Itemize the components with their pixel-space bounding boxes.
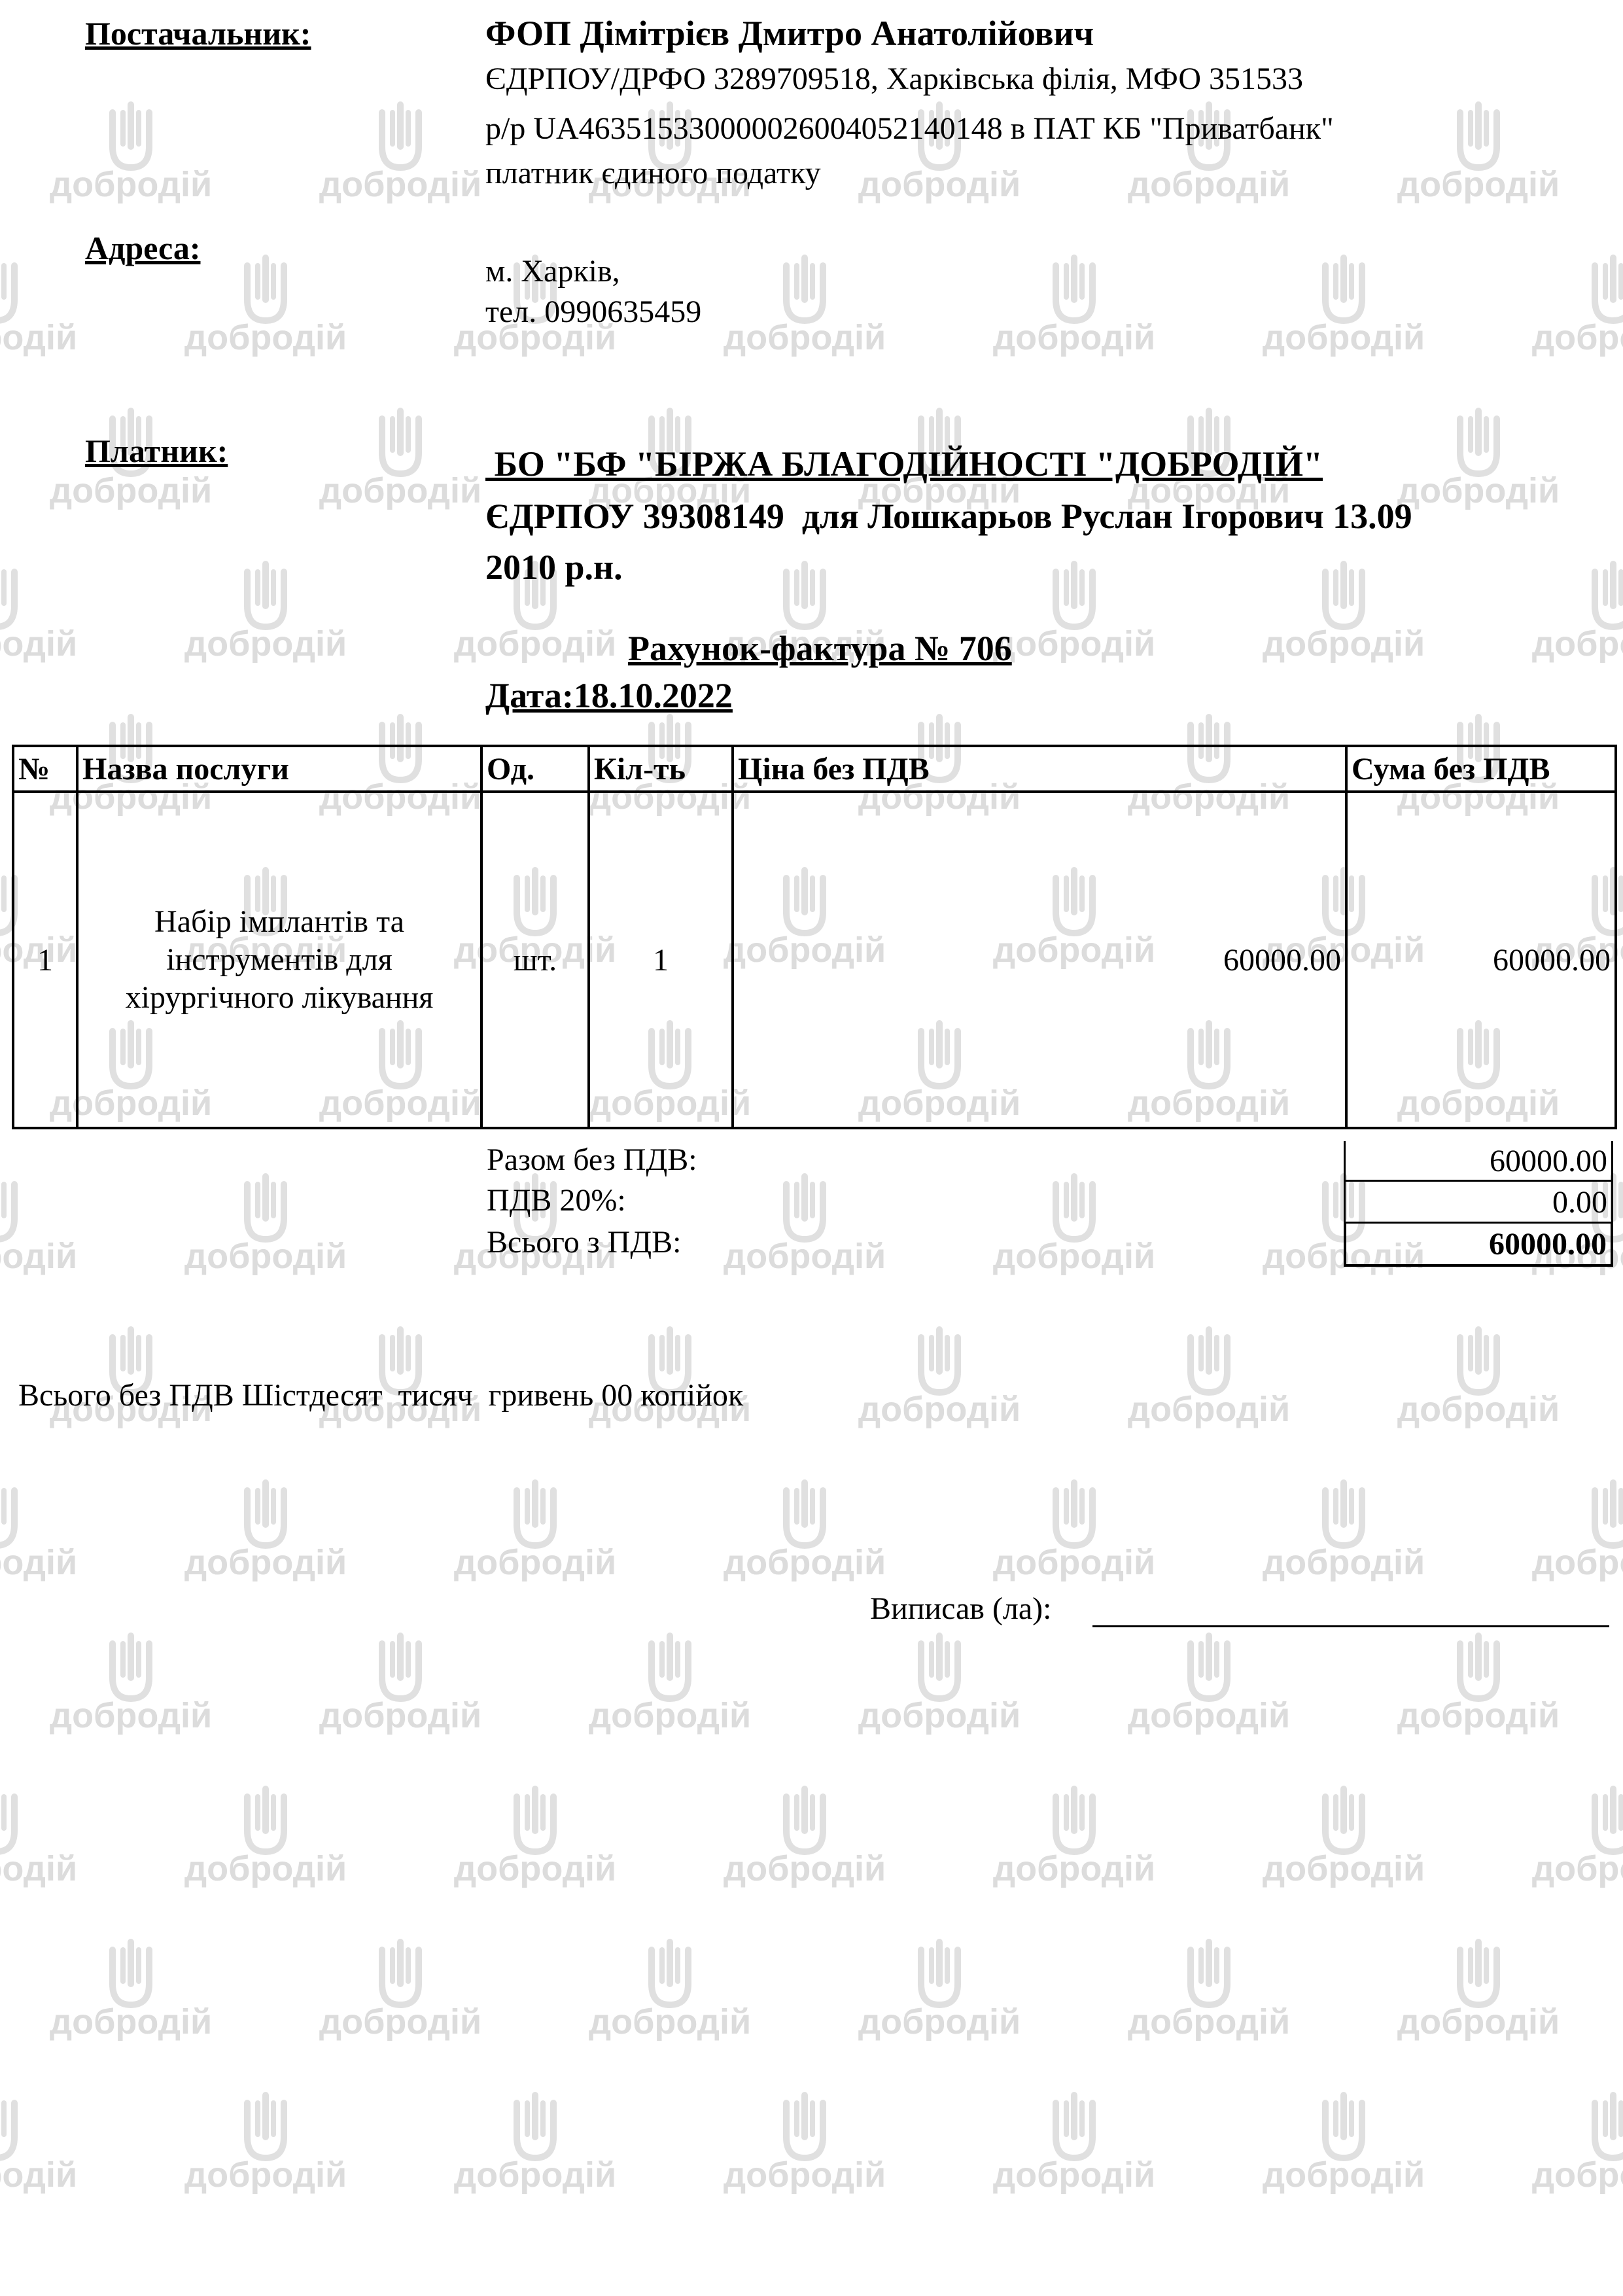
- row-price: 60000.00: [731, 790, 1348, 1129]
- supplier-bank-account: р/р UA463515330000026004052140148 в ПАТ …: [485, 111, 1334, 146]
- supplier-tax-status: платник єдиного податку: [485, 156, 821, 190]
- row-sum: 60000.00: [1345, 790, 1617, 1129]
- payer-details: ЄДРПОУ 39308149 для Лошкарьов Руслан Іго…: [485, 497, 1412, 536]
- subtotal-label: Разом без ПДВ:: [487, 1142, 697, 1177]
- payer-name: БО "БФ "БІРЖА БЛАГОДІЙНОСТІ "ДОБРОДІЙ": [485, 444, 1323, 484]
- total-label: Всього з ПДВ:: [487, 1225, 682, 1260]
- address-phone: тел. 0990635459: [485, 294, 702, 329]
- row-service-name: Набір імплантів та інструментів для хіру…: [76, 790, 483, 1129]
- column-header-service-name: Назва послуги: [76, 745, 483, 793]
- supplier-label: Постачальник:: [85, 15, 311, 52]
- supplier-requisites: ЄДРПОУ/ДРФО 3289709518, Харківська філія…: [485, 62, 1303, 96]
- subtotal-value: 60000.00: [1344, 1141, 1613, 1182]
- table-header-row: № Назва послуги Од. Кіл-ть Ціна без ПДВ …: [12, 745, 1617, 793]
- amount-in-words: Всього без ПДВ Шістдесят тисяч гривень 0…: [18, 1378, 744, 1413]
- signature-label: Виписав (ла):: [870, 1591, 1052, 1626]
- payer-birthdate: 2010 р.н.: [485, 548, 623, 587]
- row-quantity: 1: [587, 790, 734, 1129]
- column-header-quantity: Кіл-ть: [587, 745, 734, 793]
- column-header-price: Ціна без ПДВ: [731, 745, 1348, 793]
- service-name-line: Набір імплантів та: [154, 904, 404, 939]
- items-table: № Назва послуги Од. Кіл-ть Ціна без ПДВ …: [12, 745, 1617, 1129]
- column-header-number: №: [12, 745, 79, 793]
- signature-line: [1092, 1625, 1609, 1627]
- supplier-name: ФОП Дімітрієв Дмитро Анатолійович: [485, 14, 1094, 53]
- invoice-title: Рахунок-фактура № 706: [628, 629, 1012, 668]
- service-name-line: хірургічного лікування: [125, 980, 434, 1015]
- row-number: 1: [12, 790, 79, 1129]
- address-label: Адреса:: [85, 230, 201, 266]
- table-row: 1 Набір імплантів та інструментів для хі…: [12, 790, 1617, 1129]
- invoice-date: Дата:18.10.2022: [485, 676, 733, 715]
- payer-label: Платник:: [85, 433, 228, 469]
- service-name-line: інструментів для: [166, 942, 393, 977]
- column-header-sum: Сума без ПДВ: [1345, 745, 1617, 793]
- vat-label: ПДВ 20%:: [487, 1183, 626, 1218]
- column-header-unit: Од.: [480, 745, 590, 793]
- address-city: м. Харків,: [485, 254, 620, 289]
- total-value: 60000.00: [1344, 1224, 1613, 1267]
- row-unit: шт.: [480, 790, 590, 1129]
- vat-value: 0.00: [1344, 1182, 1613, 1224]
